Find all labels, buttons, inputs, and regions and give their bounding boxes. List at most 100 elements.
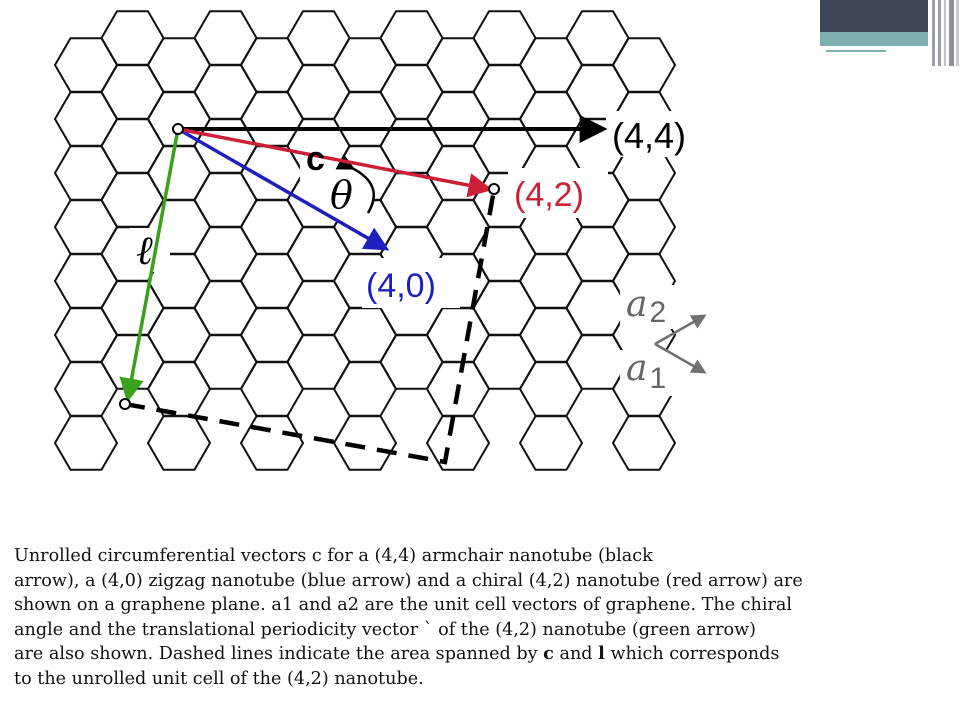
corner-decoration <box>820 0 959 66</box>
chiral-endpoint <box>488 183 500 195</box>
lattice-hexagon <box>379 172 444 228</box>
theta-label: θ <box>330 173 353 217</box>
lattice-hexagon <box>100 118 165 174</box>
caption-line: shown on a graphene plane. a1 and a2 are… <box>14 595 793 615</box>
lattice-hexagon <box>426 91 490 147</box>
translation-endpoint <box>119 398 131 410</box>
label-bg-chiral <box>508 168 608 218</box>
label-bg-a2 <box>620 285 690 329</box>
lattice-hexagon <box>147 37 211 93</box>
lattice-hexagon <box>54 91 118 147</box>
label-bg-ell <box>130 228 170 272</box>
lattice-hexagon <box>100 10 165 66</box>
chiral-label: (4,2) <box>514 176 584 214</box>
honeycomb-lattice <box>54 10 676 471</box>
lattice-hexagon <box>472 334 537 390</box>
lattice-hexagon <box>472 10 537 66</box>
unit-cell-dashed-boundary <box>124 189 497 465</box>
zigzag-vector-arrow <box>177 127 390 251</box>
lattice-hexagon <box>100 64 165 120</box>
lattice-hexagon <box>426 415 490 471</box>
lattice-hexagon <box>147 307 211 363</box>
c-vector-label: c <box>306 140 325 178</box>
lattice-hexagon <box>54 145 118 201</box>
lattice-hexagon <box>519 253 583 309</box>
zigzag-label: (4,0) <box>366 267 436 305</box>
lattice-hexagon <box>54 307 118 363</box>
lattice-hexagon <box>472 64 537 120</box>
ell-label: ℓ <box>136 228 153 274</box>
chiral-vector-arrow <box>177 127 493 198</box>
caption-line: angle and the translational periodicity … <box>14 619 757 640</box>
lattice-hexagon <box>147 145 211 201</box>
lattice-hexagon <box>333 37 397 93</box>
lattice-hexagon <box>54 361 118 417</box>
lattice-hexagon <box>240 415 304 471</box>
lattice-hexagon <box>286 334 351 390</box>
lattice-hexagon <box>240 199 304 255</box>
lattice-hexagon <box>426 37 490 93</box>
lattice-hexagon <box>379 10 444 66</box>
lattice-hexagon <box>193 226 258 282</box>
lattice-hexagon <box>333 415 397 471</box>
lattice-hexagon <box>565 280 630 336</box>
graphene-diagram: (4,4) (4,2) (4,0) c θ ℓ a2 a1 <box>54 10 742 471</box>
lattice-hexagon <box>100 172 165 228</box>
caption-line: Unrolled circumferential vectors c for a… <box>14 546 653 566</box>
lattice-hexagon <box>147 415 211 471</box>
lattice-hexagon <box>565 226 630 282</box>
lattice-hexagon <box>193 334 258 390</box>
lattice-hexagon <box>379 64 444 120</box>
lattice-hexagon <box>333 91 397 147</box>
lattice-hexagon <box>54 415 118 471</box>
lattice-hexagon <box>193 10 258 66</box>
lattice-hexagon <box>193 280 258 336</box>
lattice-hexagon <box>240 253 304 309</box>
lattice-hexagon <box>100 280 165 336</box>
lattice-hexagon <box>565 334 630 390</box>
lattice-hexagon <box>54 253 118 309</box>
lattice-hexagon <box>333 361 397 417</box>
lattice-hexagon <box>612 37 676 93</box>
lattice-hexagon <box>519 415 583 471</box>
lattice-hexagon <box>240 91 304 147</box>
lattice-hexagon <box>519 37 583 93</box>
lattice-hexagon <box>54 37 118 93</box>
lattice-hexagon <box>379 334 444 390</box>
chiral-angle-arc <box>335 153 375 214</box>
lattice-hexagon <box>612 415 676 471</box>
lattice-hexagon <box>426 199 490 255</box>
lattice-hexagon <box>519 307 583 363</box>
lattice-hexagon <box>286 280 351 336</box>
armchair-label: (4,4) <box>612 115 686 156</box>
origin-lattice-point <box>172 123 184 135</box>
lattice-hexagon <box>240 361 304 417</box>
a2-label: a2 <box>626 284 666 329</box>
lattice-hexagon <box>193 64 258 120</box>
lattice-hexagon <box>240 145 304 201</box>
lattice-hexagon <box>565 64 630 120</box>
lattice-hexagon <box>426 145 490 201</box>
lattice-hexagon <box>240 37 304 93</box>
label-bg-theta <box>324 170 372 222</box>
lattice-hexagon <box>612 199 676 255</box>
lattice-hexagon <box>54 199 118 255</box>
lattice-hexagon <box>333 307 397 363</box>
lattice-hexagon <box>240 307 304 363</box>
lattice-hexagon <box>286 226 351 282</box>
label-bg-zigzag <box>362 258 460 308</box>
figure-caption: Unrolled circumferential vectors c for a… <box>14 544 949 691</box>
lattice-hexagon <box>147 91 211 147</box>
lattice-hexagon <box>565 10 630 66</box>
label-bg-armchair <box>606 111 742 157</box>
caption-line: arrow), a (4,0) zigzag nanotube (blue ar… <box>14 570 803 591</box>
caption-line: to the unrolled unit cell of the (4,2) n… <box>14 668 424 689</box>
lattice-hexagon <box>193 172 258 228</box>
lattice-hexagon <box>472 280 537 336</box>
lattice-hexagon <box>286 10 351 66</box>
a1-label: a1 <box>626 348 666 395</box>
lattice-hexagon <box>426 307 490 363</box>
a1-unit-vector-arrow <box>654 342 707 374</box>
caption-line: are also shown. Dashed lines indicate th… <box>14 643 780 664</box>
